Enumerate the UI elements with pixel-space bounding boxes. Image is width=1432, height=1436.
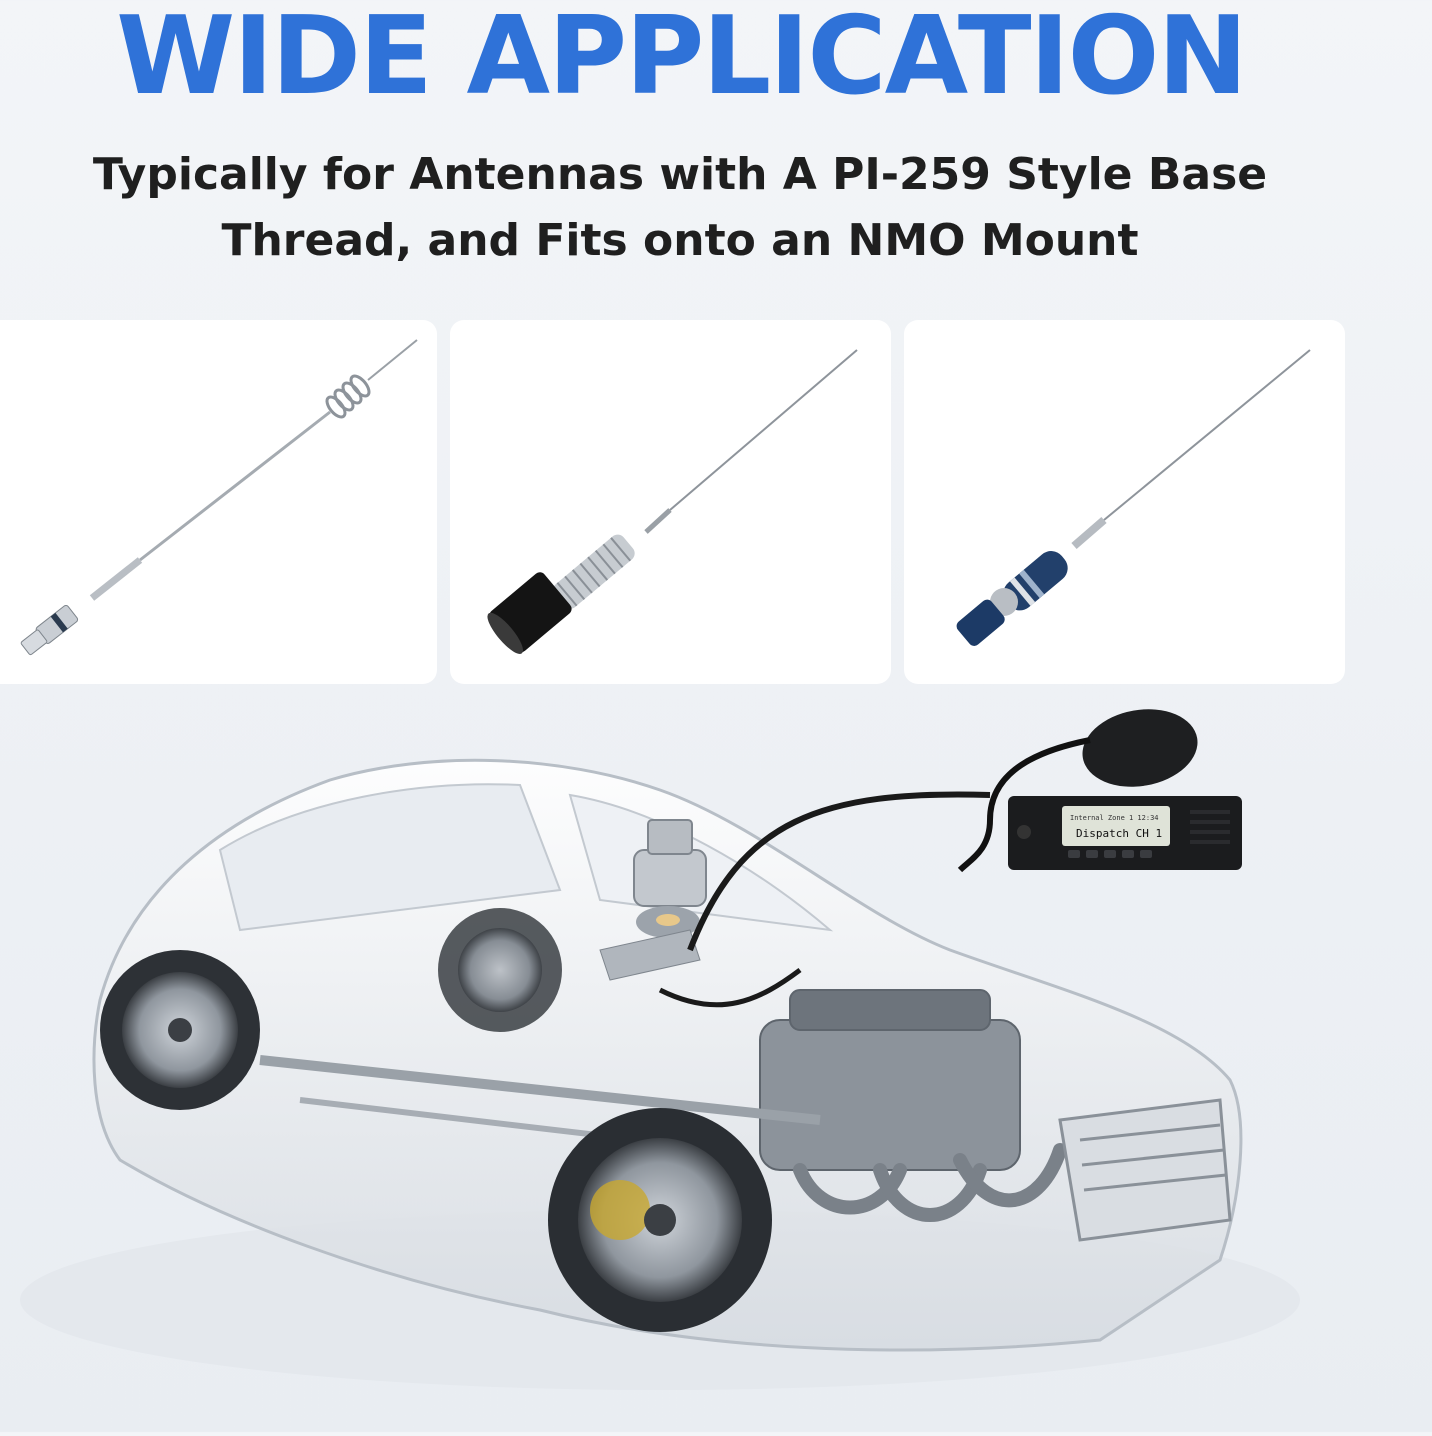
rear-wheel xyxy=(100,950,260,1110)
radio-display-line-1: Internal Zone 1 12:34 xyxy=(1070,814,1159,822)
antenna-card-2 xyxy=(450,320,891,684)
mobile-radio-icon: Internal Zone 1 12:34 Dispatch CH 1 xyxy=(1008,796,1242,870)
nmo-mount-adapter-icon xyxy=(599,819,707,981)
front-wheel xyxy=(548,1108,772,1332)
radio-display-line-2: Dispatch CH 1 xyxy=(1076,827,1162,840)
subtitle-line-2: Thread, and Fits onto an NMO Mount xyxy=(221,215,1139,266)
antenna-card-1 xyxy=(0,320,437,684)
coil-whip-antenna-icon xyxy=(20,339,418,656)
page-title: WIDE APPLICATION xyxy=(116,0,1248,119)
subtitle: Typically for Antennas with A PI-259 Sty… xyxy=(90,142,1270,274)
spring-base-whip-antenna-icon xyxy=(487,349,858,654)
car-illustration: Internal Zone 1 12:34 Dispatch CH 1 xyxy=(20,709,1300,1390)
subtitle-line-1: Typically for Antennas with A PI-259 Sty… xyxy=(92,149,1268,200)
handheld-microphone-icon xyxy=(957,709,1198,873)
vehicle-installation-scene: Internal Zone 1 12:34 Dispatch CH 1 xyxy=(0,700,1432,1432)
blue-base-whip-antenna-icon xyxy=(956,349,1311,646)
antenna-card-3 xyxy=(904,320,1345,684)
